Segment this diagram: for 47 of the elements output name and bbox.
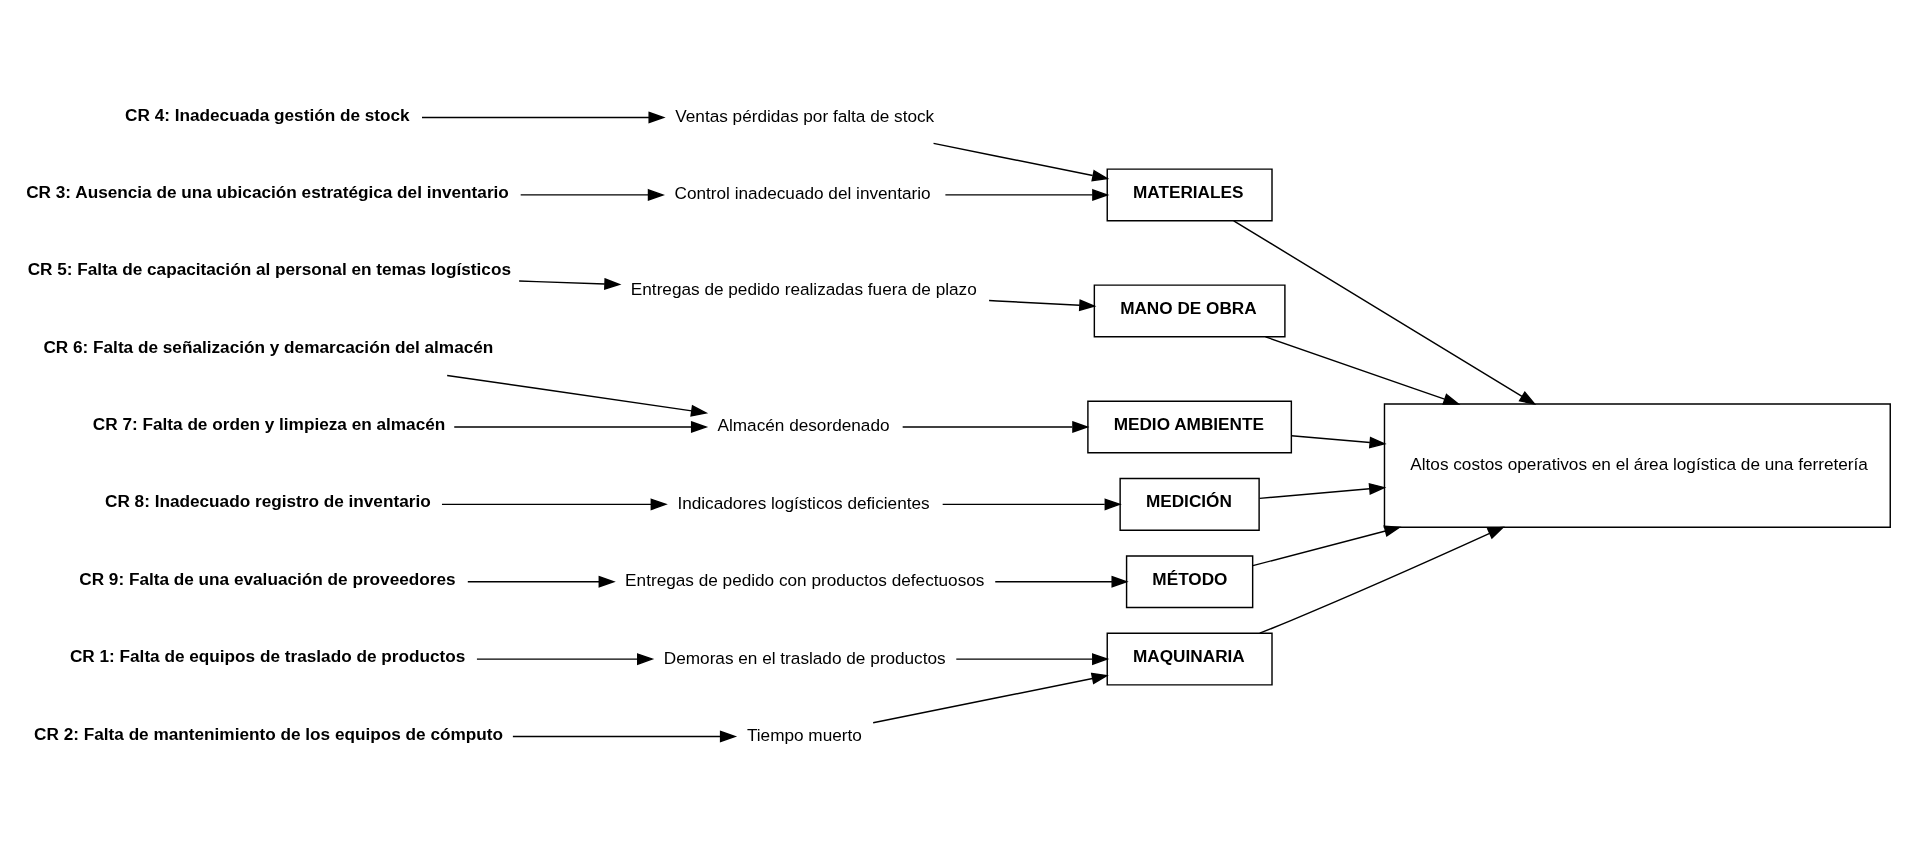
node-text: Demoras en el traslado de productos	[663, 647, 946, 668]
arrow	[1264, 336, 1461, 405]
node-box: MEDIO AMBIENTE	[1087, 400, 1293, 454]
node-text: CR 6: Falta de señalización y demarcación del almacén	[43, 336, 494, 357]
arrow	[446, 374, 709, 417]
node-text: CR 4: Inadecuada gestión de stock	[125, 104, 410, 125]
node-box: MEDICIÓN	[1119, 477, 1260, 531]
arrow	[955, 653, 1110, 666]
node-box: MÉTODO	[1125, 555, 1254, 609]
arrow	[519, 188, 665, 201]
node-text: CR 9: Falta de una evaluación de proveedores	[79, 568, 456, 589]
node-box: Altos costos operativos en el área logística de una ferretería	[1383, 403, 1891, 528]
arrow	[441, 498, 668, 511]
arrow	[901, 421, 1090, 433]
arrow	[512, 730, 738, 743]
arrow	[518, 277, 622, 290]
arrow	[994, 575, 1129, 588]
node-text: Ventas pérdidas por falta de stock	[675, 105, 935, 126]
arrow	[872, 672, 1109, 724]
arrow	[988, 299, 1097, 312]
arrow	[1233, 220, 1537, 406]
node-text: CR 3: Ausencia de una ubicación estratégica del inventario	[26, 181, 509, 202]
node-text: Entregas de pedido realizadas fuera de plazo	[630, 279, 977, 300]
node-text: Control inadecuado del inventario	[674, 183, 931, 204]
arrow	[1290, 435, 1387, 449]
arrow	[453, 421, 709, 433]
arrow	[467, 575, 616, 588]
node-text: CR 8: Inadecuado registro de inventario	[105, 491, 431, 512]
arrow	[944, 188, 1110, 201]
arrow	[1252, 525, 1402, 567]
node-text: Entregas de pedido con productos defectuosos	[625, 570, 985, 591]
arrow	[1259, 526, 1505, 634]
node-text: Indicadores logísticos deficientes	[677, 492, 930, 513]
node-text: CR 1: Falta de equipos de traslado de productos	[69, 646, 466, 667]
node-text: CR 7: Falta de orden y limpieza en almacén	[92, 414, 446, 435]
arrow	[1258, 482, 1387, 500]
node-text: Almacén desordenado	[717, 415, 890, 436]
arrow	[476, 653, 655, 666]
node-box: MAQUINARIA	[1106, 632, 1273, 686]
node-text: Tiempo muerto	[746, 724, 862, 745]
node-box: MANO DE OBRA	[1093, 284, 1286, 338]
node-box: MATERIALES	[1106, 168, 1273, 222]
arrow	[932, 142, 1110, 182]
node-text: CR 5: Falta de capacitación al personal en temas logísticos	[27, 259, 511, 280]
node-text: CR 2: Falta de mantenimiento de los equipos de cómputo	[34, 723, 503, 744]
arrow	[941, 498, 1122, 511]
arrow	[421, 111, 666, 124]
